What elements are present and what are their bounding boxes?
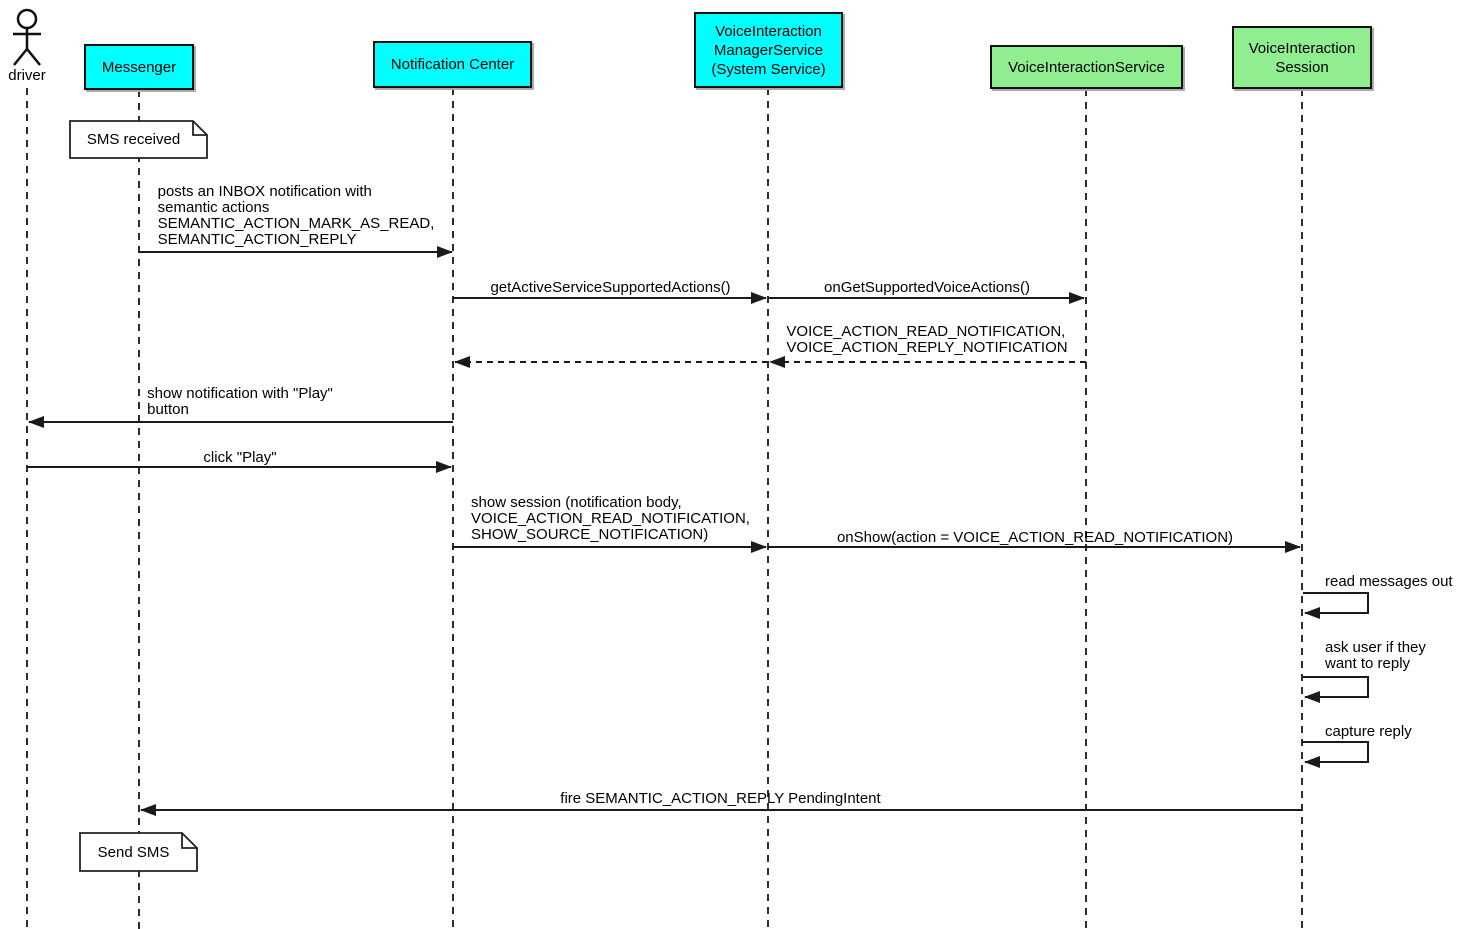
driver-actor-icon — [13, 8, 41, 66]
self-arrow-ask-user-reply — [1303, 676, 1369, 703]
message-label-read-messages-out: read messages out — [1325, 573, 1453, 590]
message-label-get-active-service-supported-actions: getActiveServiceSupportedActions() — [490, 279, 731, 296]
participant-voiceinteraction-managerservice: VoiceInteraction ManagerService (System … — [694, 12, 843, 88]
participant-notification-center-label: Notification Center — [390, 56, 515, 73]
message-label-on-get-supported-voice-actions: onGetSupportedVoiceActions() — [824, 279, 1030, 296]
participant-driver-label: driver — [8, 67, 46, 84]
participant-voiceinteraction-session-label: VoiceInteraction Session — [1248, 39, 1356, 76]
self-arrow-capture-reply — [1303, 741, 1369, 768]
message-label-return-voice-actions: VOICE_ACTION_READ_NOTIFICATION, VOICE_AC… — [786, 323, 1068, 356]
lifelines — [26, 88, 1303, 929]
note-send-sms-shape — [79, 832, 198, 872]
note-sms-received-fold — [192, 121, 207, 136]
participant-voiceinteractionservice-label: VoiceInteractionService — [1008, 58, 1165, 76]
participant-voiceinteractionservice: VoiceInteractionService — [990, 45, 1183, 89]
participant-voiceinteraction-managerservice-label: VoiceInteraction ManagerService (System … — [711, 22, 826, 78]
message-label-ask-user-reply: ask user if they want to reply — [1325, 639, 1426, 672]
participant-voiceinteraction-session: VoiceInteraction Session — [1232, 26, 1372, 89]
note-sms-received: SMS received — [86, 131, 181, 148]
self-arrow-read-messages-out — [1303, 592, 1369, 619]
note-shapes — [69, 120, 208, 872]
message-label-click-play: click "Play" — [203, 449, 277, 466]
message-label-show-notification: show notification with "Play" button — [147, 385, 333, 418]
message-arrows — [27, 246, 1369, 816]
note-send-sms-fold — [181, 833, 197, 849]
participant-notification-center: Notification Center — [373, 41, 532, 88]
message-label-capture-reply: capture reply — [1325, 723, 1412, 740]
message-label-posts-inbox-notification: posts an INBOX notification with semanti… — [157, 183, 435, 248]
message-label-fire-pending-intent: fire SEMANTIC_ACTION_REPLY PendingIntent — [560, 790, 881, 807]
note-send-sms: Send SMS — [97, 843, 170, 861]
message-label-show-session: show session (notification body, VOICE_A… — [471, 494, 750, 543]
participant-messenger-label: Messenger — [101, 58, 177, 76]
participant-messenger: Messenger — [84, 44, 194, 90]
message-label-on-show: onShow(action = VOICE_ACTION_READ_NOTIFI… — [836, 529, 1234, 546]
note-sms-received-shape — [69, 120, 208, 159]
